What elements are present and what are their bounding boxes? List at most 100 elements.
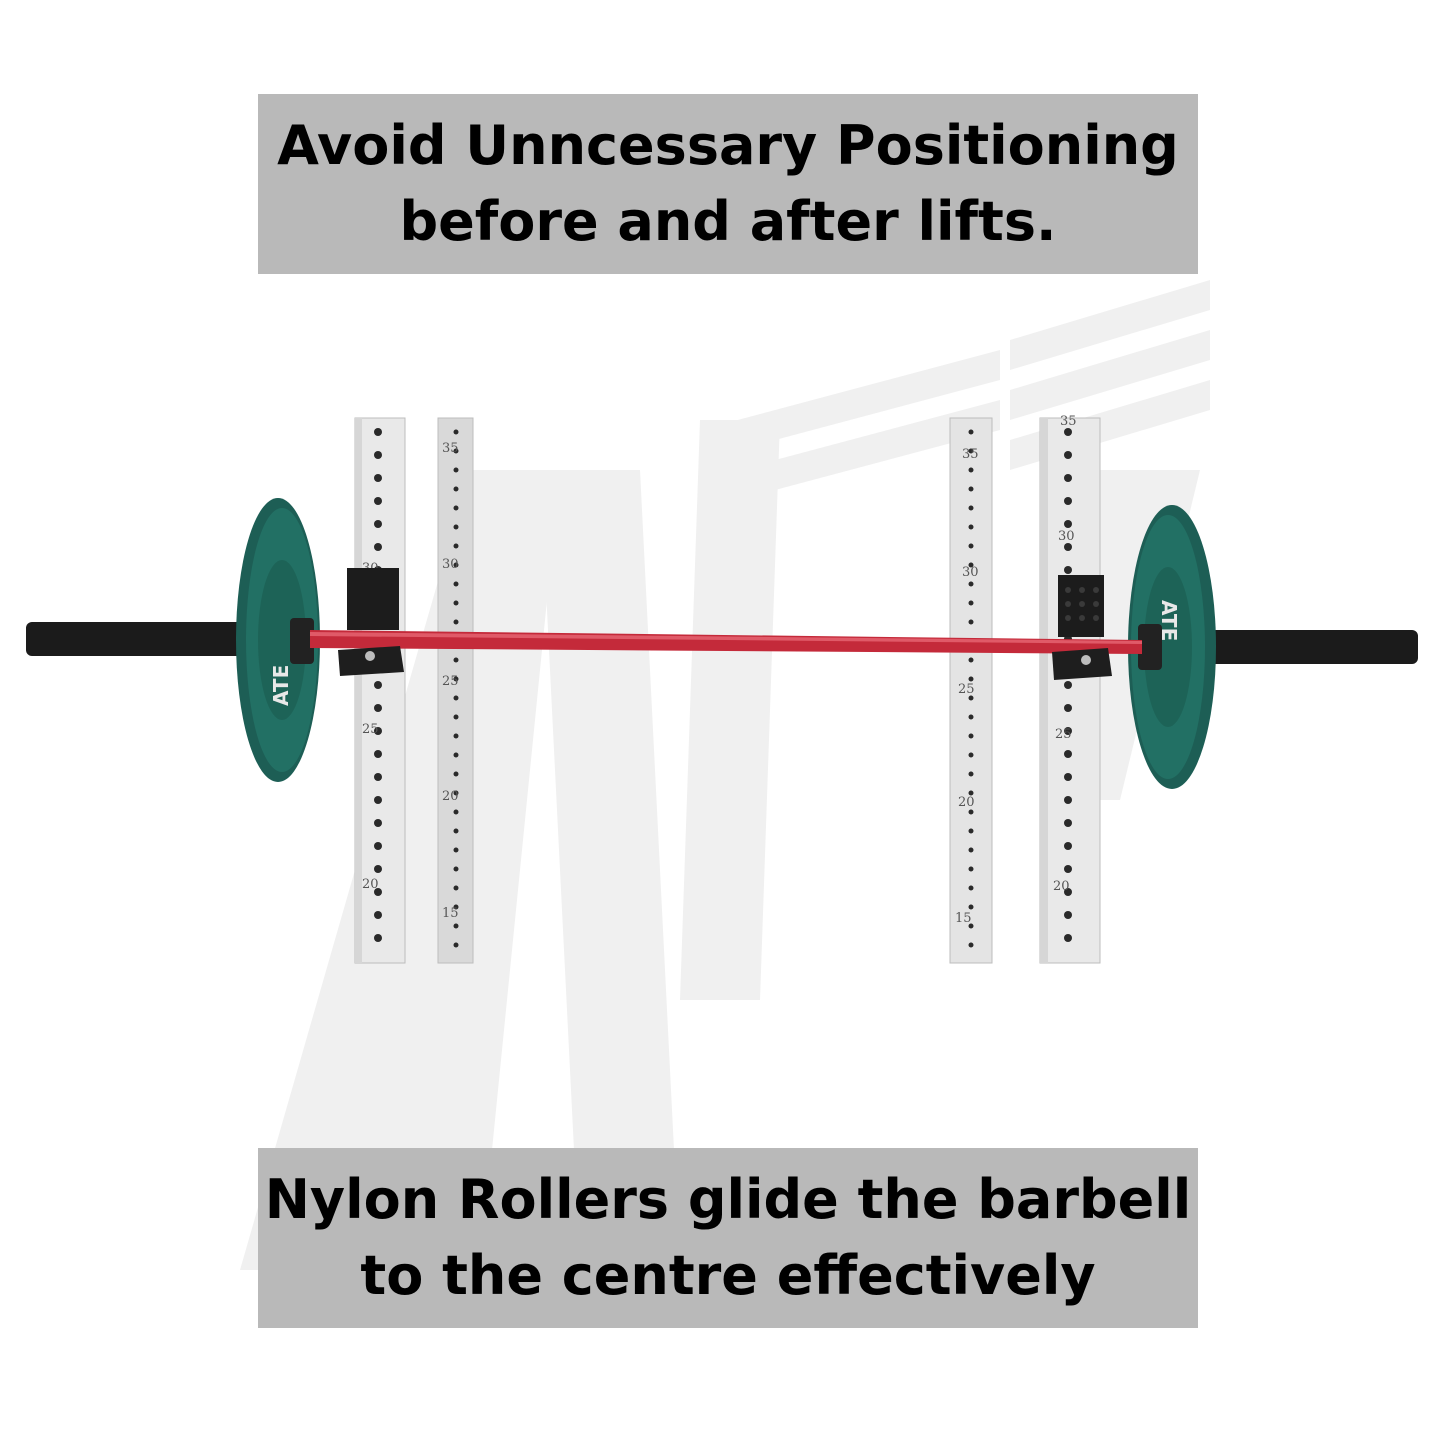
upright-number: 25 (1055, 727, 1072, 742)
upright-hole (453, 752, 459, 758)
upright-hole (968, 429, 974, 435)
upright-hole (453, 942, 459, 948)
upright-hole (453, 733, 459, 739)
upright-hole (453, 657, 459, 663)
upright-hole (1064, 428, 1072, 436)
upright-hole (968, 448, 974, 454)
upright-right-inner (949, 417, 993, 964)
upright-number: 35 (1060, 414, 1077, 429)
upright-hole (453, 771, 459, 777)
upright-hole (968, 714, 974, 720)
upright-hole (968, 619, 974, 625)
upright-hole (968, 771, 974, 777)
upright-number: 25 (958, 682, 975, 697)
upright-hole (1064, 704, 1072, 712)
upright-hole (968, 752, 974, 758)
upright-hole (968, 695, 974, 701)
upright-hole (374, 704, 382, 712)
upright-hole (453, 695, 459, 701)
plate-right: ATE (1128, 505, 1216, 789)
plate-logo: ATE (269, 665, 293, 706)
j-hook-left (347, 568, 399, 630)
upright-number: 15 (442, 906, 459, 921)
upright-hole (968, 733, 974, 739)
upright-hole (374, 497, 382, 505)
upright-hole (453, 524, 459, 530)
upright-hole (1064, 934, 1072, 942)
top-caption-banner: Avoid Unncessary Positioning before and … (258, 94, 1198, 274)
upright-hole (1064, 566, 1072, 574)
upright-hole (374, 888, 382, 896)
upright-hole (374, 773, 382, 781)
upright-hole (1064, 543, 1072, 551)
upright-hole (968, 790, 974, 796)
upright-hole (374, 474, 382, 482)
upright-hole (968, 904, 974, 910)
upright-hole (1064, 773, 1072, 781)
upright-hole (968, 809, 974, 815)
upright-hole (1064, 451, 1072, 459)
upright-right-outer (1039, 417, 1101, 964)
roller-bracket-left (338, 646, 404, 676)
upright-hole (968, 600, 974, 606)
top-caption-line-1: Avoid Unncessary Positioning (277, 114, 1179, 178)
roller-bracket-right (1052, 648, 1112, 680)
upright-hole (1064, 911, 1072, 919)
upright-hole (968, 885, 974, 891)
upright-hole (1064, 865, 1072, 873)
upright-hole (968, 923, 974, 929)
upright-hole (374, 819, 382, 827)
upright-hole (453, 866, 459, 872)
upright-hole (968, 524, 974, 530)
upright-hole (1064, 727, 1072, 735)
upright-hole (1064, 842, 1072, 850)
upright-hole (453, 600, 459, 606)
upright-hole (453, 562, 459, 568)
upright-hole (374, 543, 382, 551)
upright-hole (453, 619, 459, 625)
upright-hole (453, 505, 459, 511)
upright-hole (453, 543, 459, 549)
upright-hole (968, 828, 974, 834)
upright-hole (453, 847, 459, 853)
upright-number: 35 (962, 447, 979, 462)
upright-hole (968, 866, 974, 872)
upright-hole (374, 934, 382, 942)
upright-hole (453, 828, 459, 834)
upright-hole (968, 543, 974, 549)
upright-hole (453, 790, 459, 796)
upright-hole (453, 809, 459, 815)
upright-number: 35 (442, 441, 459, 456)
upright-hole (968, 562, 974, 568)
upright-hole (453, 467, 459, 473)
upright-hole (453, 486, 459, 492)
upright-hole (968, 467, 974, 473)
top-caption-line-2: before and after lifts. (399, 190, 1057, 253)
upright-hole (374, 681, 382, 689)
upright-hole (374, 865, 382, 873)
upright-hole (374, 727, 382, 735)
upright-hole (374, 911, 382, 919)
upright-hole (968, 942, 974, 948)
upright-left-inner (437, 417, 474, 964)
plate-left: ATE (236, 498, 320, 782)
upright-hole (374, 750, 382, 758)
upright-hole (968, 657, 974, 663)
upright-hole (453, 448, 459, 454)
upright-number: 30 (962, 565, 979, 580)
upright-hole (453, 714, 459, 720)
upright-number: 25 (362, 722, 379, 737)
upright-hole (453, 923, 459, 929)
upright-hole (374, 451, 382, 459)
upright-hole (374, 520, 382, 528)
upright-number: 20 (958, 795, 975, 810)
upright-left-outer (354, 417, 406, 964)
upright-hole (1064, 474, 1072, 482)
upright-hole (453, 581, 459, 587)
collar-right (1138, 624, 1162, 670)
upright-hole (453, 429, 459, 435)
upright-number: 30 (1058, 529, 1075, 544)
upright-hole (968, 486, 974, 492)
upright-number: 20 (362, 877, 379, 892)
collar-left (290, 618, 314, 664)
